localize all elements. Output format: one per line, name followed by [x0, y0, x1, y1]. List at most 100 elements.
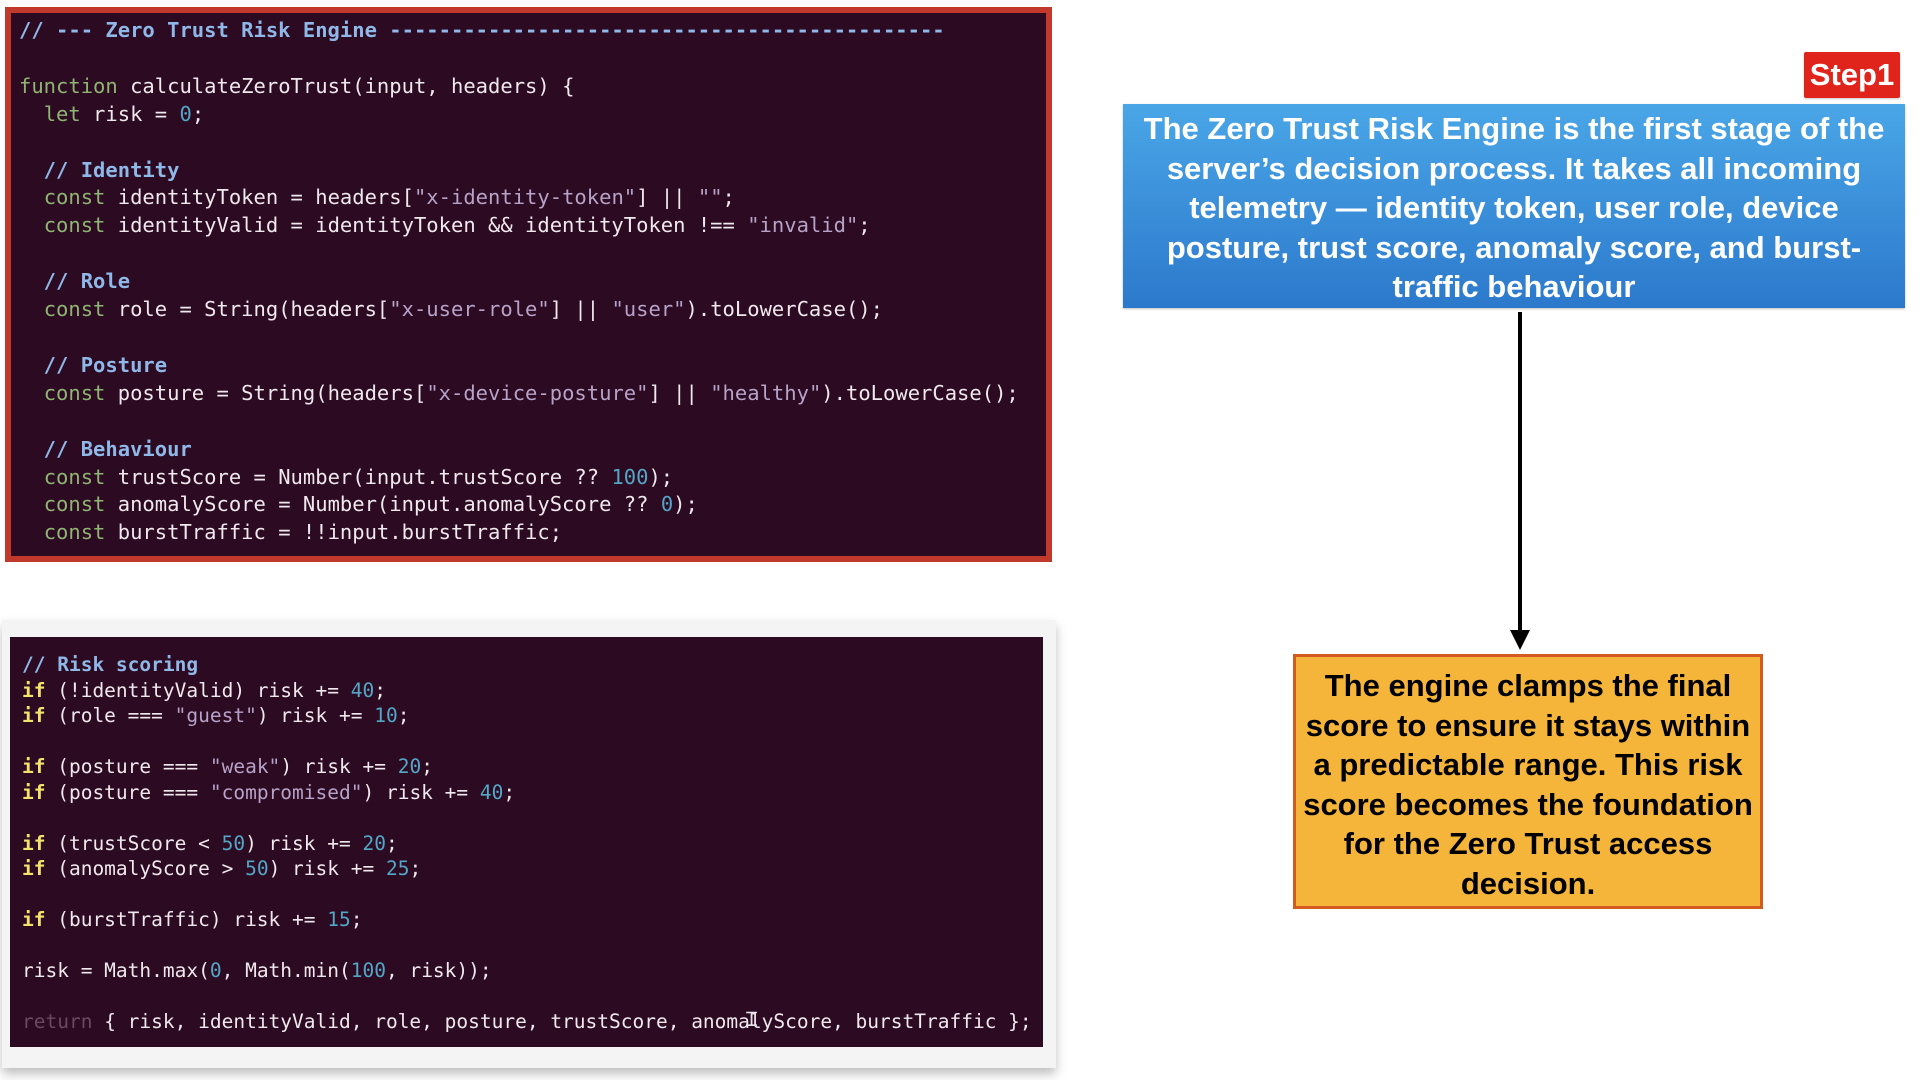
code-token: if — [22, 704, 46, 727]
code-token: const — [43, 520, 106, 545]
code-token: const — [43, 297, 106, 322]
code-line: if (trustScore < 50) risk += 20; — [22, 831, 1043, 857]
code-token: ; — [409, 857, 422, 880]
code-token: , Math.min( — [221, 959, 351, 982]
code-line — [19, 408, 1046, 436]
code-token: ) risk += — [362, 780, 480, 804]
code-token: (posture === — [45, 780, 210, 804]
code-token: 50 — [245, 857, 269, 880]
code-token: "" — [697, 185, 723, 210]
code-token: // Behaviour — [19, 436, 192, 461]
code-token — [19, 297, 44, 321]
code-token: 0 — [209, 959, 222, 982]
code-token: if — [22, 908, 46, 931]
code-token: function — [19, 73, 118, 98]
code-token: return — [22, 1010, 93, 1033]
code-token: 15 — [327, 908, 351, 931]
code-token: (role === — [45, 704, 175, 727]
code-token: // Identity — [19, 157, 180, 182]
code-token: "healthy" — [710, 380, 822, 405]
code-token: const — [43, 464, 106, 489]
code-line — [19, 45, 1046, 73]
code-token: ); — [648, 464, 674, 489]
code-token: if — [22, 857, 46, 880]
code-line: const burstTraffic = !!input.burstTraffi… — [19, 519, 1046, 547]
code-token: ) risk += — [268, 857, 386, 880]
code-token: 50 — [221, 831, 246, 855]
code-token: burstTraffic = !!input.burstTraffic; — [105, 520, 563, 545]
code-line: // Posture — [19, 352, 1046, 380]
code-token: ] || — [648, 380, 711, 405]
code-token: ] || — [549, 297, 612, 322]
code-token: 0 — [660, 492, 674, 517]
code-line: function calculateZeroTrust(input, heade… — [19, 73, 1046, 101]
code-token: "weak" — [209, 755, 281, 778]
code-line: // --- Zero Trust Risk Engine ----------… — [19, 17, 1046, 45]
code-token: role = String(headers[ — [105, 297, 390, 322]
code-line: if (posture === "weak") risk += 20; — [22, 754, 1043, 780]
code-token: ; — [503, 780, 516, 804]
code-token: (!identityValid) risk += — [45, 678, 351, 702]
down-arrow-icon — [1510, 312, 1530, 650]
code-line: const role = String(headers["x-user-role… — [19, 296, 1046, 324]
code-line: const identityToken = headers["x-identit… — [19, 184, 1046, 212]
code-line — [22, 984, 1043, 1010]
code-line: const trustScore = Number(input.trustSco… — [19, 464, 1046, 492]
code-token: if — [22, 831, 46, 855]
code-line — [22, 729, 1043, 755]
code-line — [19, 129, 1046, 157]
code-token: risk = Math.max( — [22, 959, 210, 982]
code-token: (burstTraffic) risk += — [45, 908, 328, 931]
code-token: 25 — [385, 857, 410, 880]
code-token: const — [43, 492, 106, 517]
code-token: 20 — [362, 831, 386, 855]
code-token: // Role — [19, 269, 131, 294]
code-token: 10 — [374, 704, 398, 727]
code-token: anomalyScore = Number(input.anomalyScore… — [105, 492, 661, 517]
code-token: const — [43, 213, 106, 238]
code-token: let — [43, 101, 81, 126]
code-token: (trustScore < — [45, 831, 222, 855]
code-token: posture = String(headers[ — [105, 380, 427, 405]
code-token: ).toLowerCase(); — [685, 297, 883, 322]
code-line: // Behaviour — [19, 436, 1046, 464]
code-token — [19, 492, 44, 516]
code-line: const posture = String(headers["x-device… — [19, 380, 1046, 408]
code-token: ; — [374, 678, 386, 702]
code-line: let risk = 0; — [19, 101, 1046, 129]
code-line: if (anomalyScore > 50) risk += 25; — [22, 856, 1043, 882]
code-token: 20 — [397, 755, 422, 778]
code-token: ; — [191, 101, 205, 126]
code-token: 100 — [350, 959, 386, 982]
text-cursor-icon: Ɪ — [746, 1007, 758, 1031]
code-line — [22, 933, 1043, 959]
code-line — [19, 324, 1046, 352]
step-badge: Step1 — [1804, 52, 1900, 98]
code-token: ); — [673, 492, 698, 517]
code-token: ; — [385, 831, 398, 855]
code-token: "compromised" — [209, 780, 363, 804]
code-line: if (!identityValid) risk += 40; — [22, 678, 1043, 704]
code-token — [19, 381, 44, 405]
code-token: if — [22, 755, 46, 778]
code-token — [19, 102, 44, 126]
code-line: if (burstTraffic) risk += 15; — [22, 907, 1043, 933]
code-line: return { risk, identityValid, role, post… — [22, 1009, 1043, 1035]
code-token: // --- Zero Trust Risk Engine ----------… — [19, 18, 945, 42]
code-line: // Risk scoring — [22, 652, 1043, 678]
code-panel-engine-setup: // --- Zero Trust Risk Engine ----------… — [5, 7, 1052, 562]
code-line: if (posture === "compromised") risk += 4… — [22, 780, 1043, 806]
code-token: const — [43, 380, 106, 405]
code-token: (anomalyScore > — [45, 857, 246, 880]
code-token: ) risk += — [245, 831, 363, 855]
code-token: identityToken = headers[ — [105, 185, 414, 210]
code-token: ).toLowerCase(); — [821, 380, 1019, 405]
code-token: ) risk += — [256, 704, 375, 727]
code-line: // Role — [19, 268, 1046, 296]
code-token: ; — [421, 755, 433, 778]
code-token: ; — [722, 185, 735, 210]
code-token: 40 — [350, 678, 375, 702]
code-token: 40 — [479, 780, 504, 804]
